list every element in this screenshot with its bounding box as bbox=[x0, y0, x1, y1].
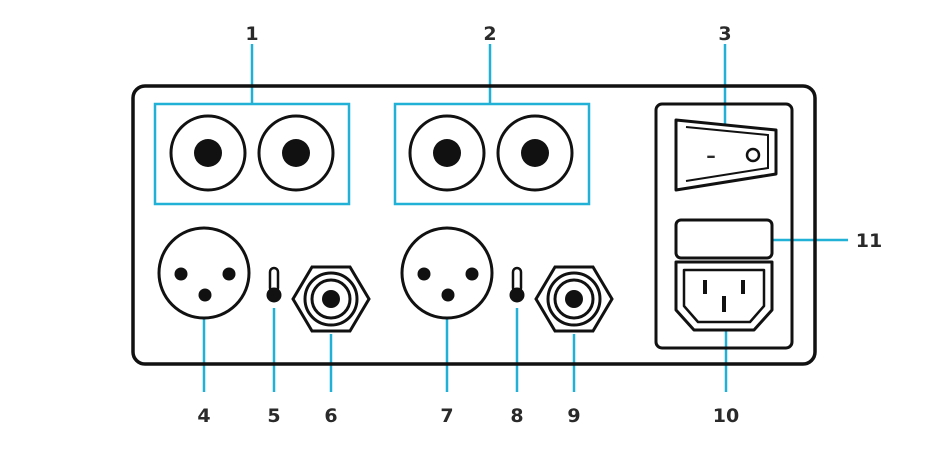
label-coax-2: 9 bbox=[567, 405, 580, 427]
xlr-connector[interactable] bbox=[157, 226, 251, 320]
iec-power-inlet[interactable] bbox=[674, 260, 774, 332]
switch-on-symbol bbox=[745, 147, 761, 163]
xlr-connector[interactable] bbox=[400, 226, 494, 320]
power-module bbox=[654, 102, 794, 350]
rca-pair-2-highlight bbox=[393, 102, 591, 206]
fuse-holder[interactable] bbox=[674, 218, 774, 260]
leader-lines bbox=[202, 44, 848, 392]
rca-pair-1-highlight bbox=[153, 102, 351, 206]
toggle-switch[interactable] bbox=[266, 266, 282, 303]
label-xlr-1: 4 bbox=[197, 405, 210, 427]
coax-connector[interactable] bbox=[291, 265, 371, 333]
rca-jack[interactable] bbox=[408, 114, 486, 192]
label-toggle-1: 5 bbox=[267, 405, 280, 427]
power-rocker-switch[interactable]: – bbox=[674, 118, 778, 192]
label-toggle-2: 8 bbox=[510, 405, 523, 427]
label-iec-inlet: 10 bbox=[713, 405, 739, 427]
toggle-switch[interactable] bbox=[509, 266, 525, 303]
rca-jack[interactable] bbox=[169, 114, 247, 192]
rear-panel bbox=[131, 84, 817, 366]
label-rca-pair-1: 1 bbox=[245, 23, 258, 45]
rca-jack[interactable] bbox=[257, 114, 335, 192]
switch-off-symbol: – bbox=[706, 145, 716, 167]
coax-connector[interactable] bbox=[534, 265, 614, 333]
label-rca-pair-2: 2 bbox=[483, 23, 496, 45]
rca-jack[interactable] bbox=[496, 114, 574, 192]
label-power-switch: 3 bbox=[718, 23, 731, 45]
label-coax-1: 6 bbox=[324, 405, 337, 427]
label-xlr-2: 7 bbox=[440, 405, 453, 427]
label-fuse-holder: 11 bbox=[856, 230, 882, 252]
